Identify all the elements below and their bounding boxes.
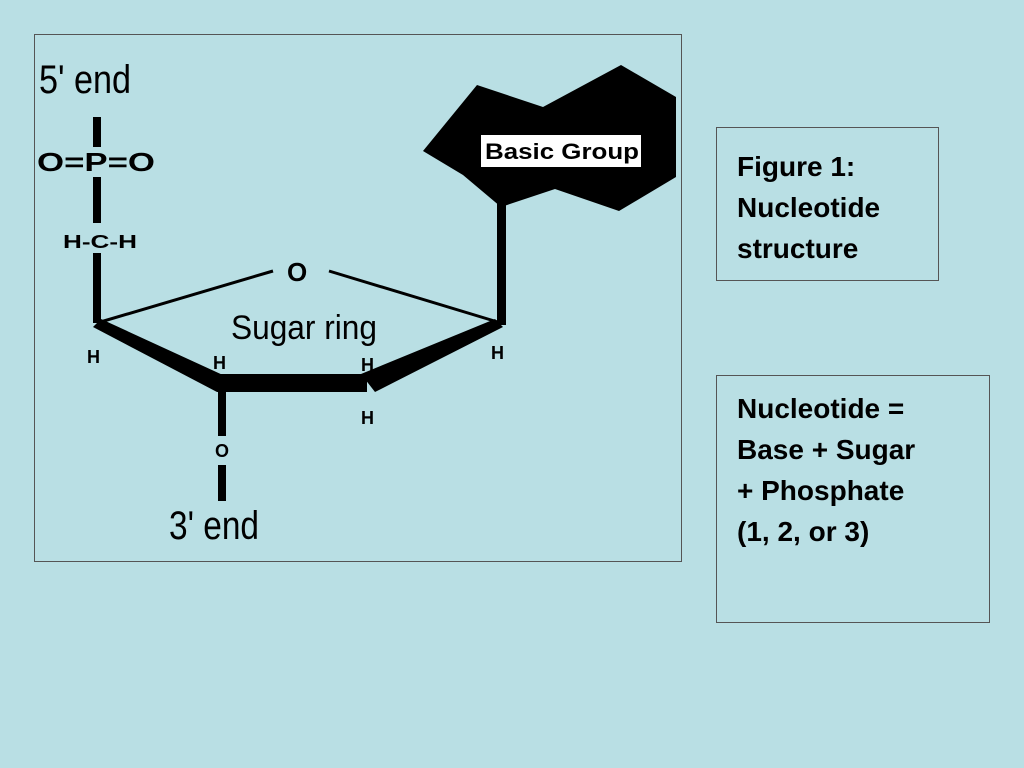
figure-caption-box: Figure 1: Nucleotide structure [716, 127, 939, 281]
ring-bond-c4-c3 [93, 319, 225, 392]
basic-group-label-box [481, 135, 641, 167]
sugar-ring-label: Sugar ring [231, 309, 377, 347]
h-label-c2-bottom: H [361, 408, 374, 428]
h-label-c3: H [213, 353, 226, 373]
caption-line: Figure 1: [737, 151, 856, 182]
ring-bond-c3-c2 [217, 374, 367, 392]
definition-line: Base + Sugar [737, 434, 916, 465]
basic-group-label: Basic Group [485, 139, 639, 164]
definition-line: + Phosphate [737, 475, 905, 506]
h-label-c4: H [87, 347, 100, 367]
definition-box: Nucleotide = Base + Sugar + Phosphate (1… [716, 375, 990, 623]
bond-p-ch2 [93, 177, 101, 223]
h-label-c2-top: H [361, 355, 374, 375]
ch2-label: H-C-H [63, 232, 137, 252]
caption-line: Nucleotide [737, 192, 881, 223]
nucleotide-diagram: 5' end O=P=O H-C-H O Sugar ring H [34, 34, 682, 562]
nucleotide-definition: Nucleotide = Base + Sugar + Phosphate (1… [737, 388, 989, 552]
figure-caption: Figure 1: Nucleotide structure [737, 146, 938, 269]
bond-c3-o [218, 392, 226, 436]
ring-bond-c4-o [96, 269, 274, 325]
five-prime-label: 5' end [39, 58, 131, 102]
bond-5prime-p [93, 117, 101, 147]
h-label-c1: H [491, 343, 504, 363]
bond-c1-base [497, 203, 506, 325]
phosphate-label: O=P=O [37, 147, 155, 177]
ring-bond-c2-c1 [361, 319, 503, 392]
ring-oxygen-label: O [287, 257, 307, 287]
definition-line: (1, 2, or 3) [737, 516, 870, 547]
o3-label: O [215, 441, 229, 461]
nucleotide-structure-svg: 5' end O=P=O H-C-H O Sugar ring H [37, 58, 676, 548]
bond-o-3prime [218, 465, 226, 501]
definition-line: Nucleotide = [737, 393, 905, 424]
bond-ch2-ring [93, 253, 101, 323]
caption-line: structure [737, 233, 859, 264]
three-prime-label: 3' end [169, 504, 259, 548]
ring-bond-o-c1 [328, 269, 502, 325]
